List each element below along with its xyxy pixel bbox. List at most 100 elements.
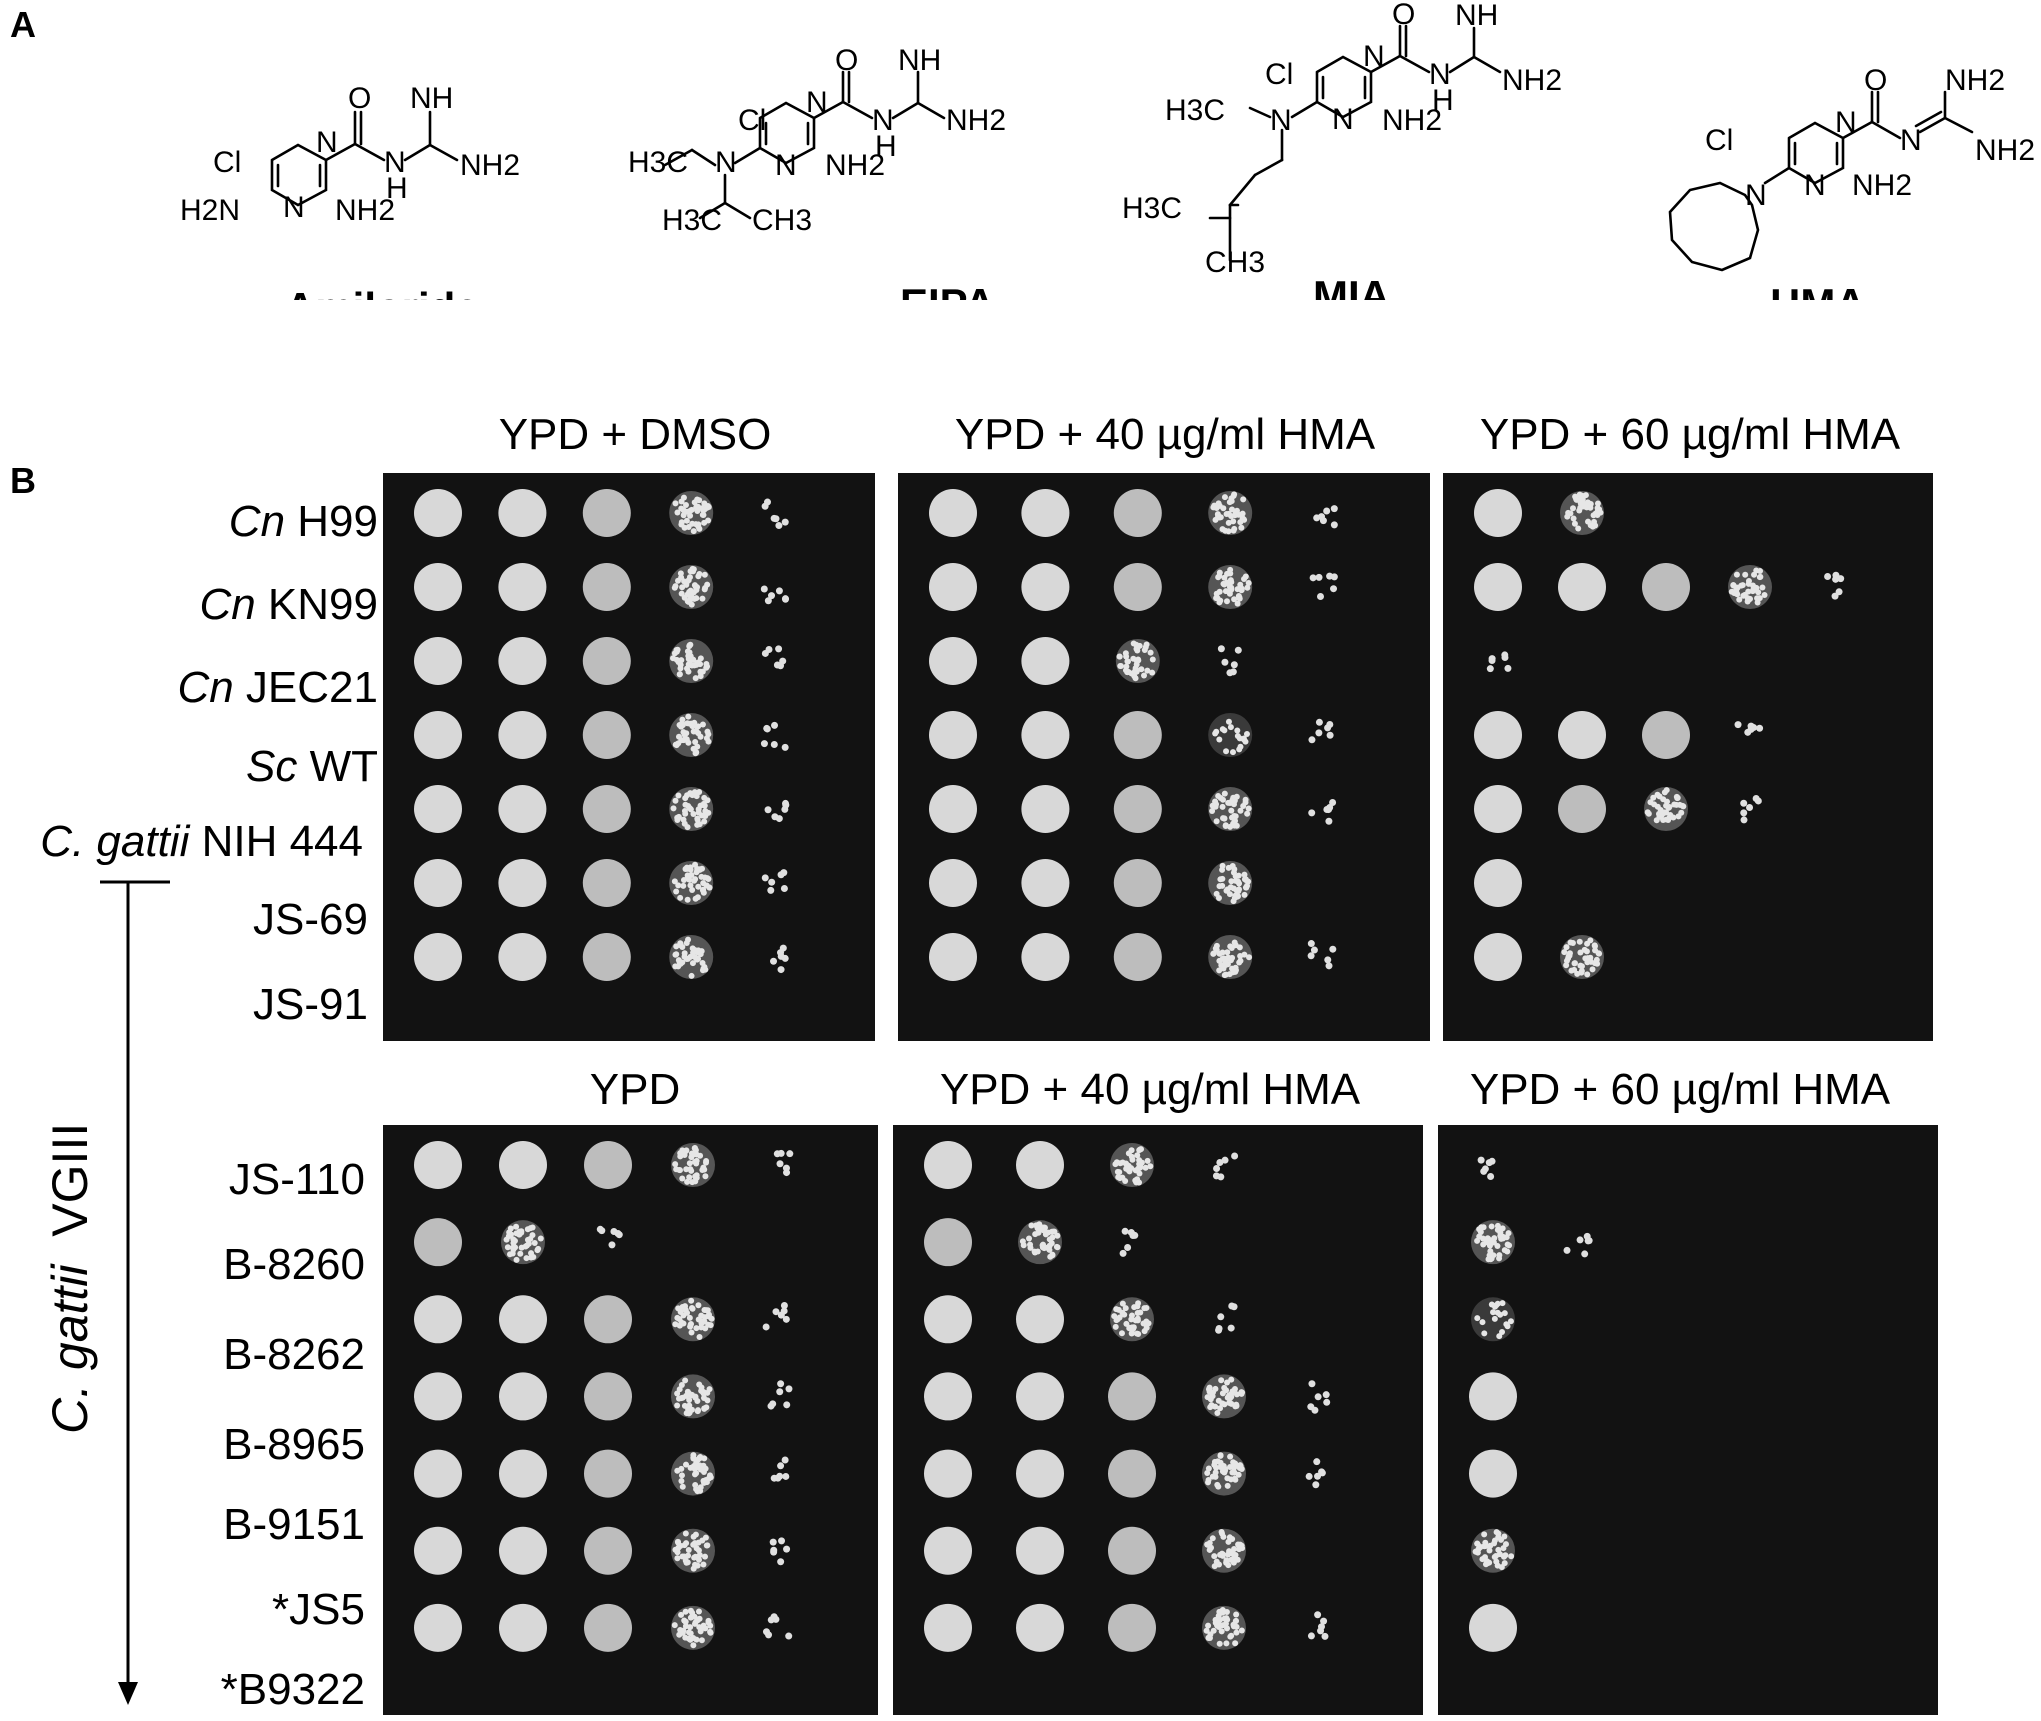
colony-dot <box>1116 1314 1123 1321</box>
colony-dot <box>1233 1391 1240 1398</box>
colony-dot <box>1206 1384 1213 1391</box>
colony-dot <box>1232 892 1239 899</box>
colony-dot <box>1244 810 1251 817</box>
colony-dot <box>676 721 683 728</box>
colony-dot <box>1036 1227 1043 1234</box>
colony-dot <box>1112 1323 1119 1330</box>
colony-dot <box>1479 1235 1486 1242</box>
colony-dot <box>1236 944 1243 951</box>
colony-dot <box>692 675 699 682</box>
colony-dot <box>1503 1321 1510 1328</box>
colony-dot <box>678 1477 685 1484</box>
colony-dot <box>687 1166 694 1173</box>
colony-dot <box>1233 1623 1240 1630</box>
colony-dot <box>675 882 682 889</box>
colony-dot <box>1744 728 1752 736</box>
colony-dot <box>1213 728 1220 735</box>
colony-dot <box>1051 1228 1058 1235</box>
colony-dot <box>1231 1469 1238 1476</box>
colony-dot <box>1219 1609 1226 1616</box>
colony-dot <box>781 805 789 813</box>
colony-dot <box>696 571 703 578</box>
colony-dot <box>706 884 713 891</box>
colony-dot <box>683 581 690 588</box>
colony-dot <box>697 673 704 680</box>
colony-dot <box>675 792 682 799</box>
colony-dot <box>783 1545 791 1553</box>
colony-dot <box>674 1314 681 1321</box>
colony-dot <box>705 1619 712 1626</box>
colony-dot <box>1125 658 1132 665</box>
colony-dot <box>1221 581 1228 588</box>
colony-dot <box>1112 1161 1119 1168</box>
colony-dot <box>692 521 699 528</box>
colony-dot <box>670 805 677 812</box>
colony-dot <box>698 1637 705 1644</box>
colony-spot <box>924 1218 972 1267</box>
colony-spot <box>582 859 631 907</box>
colony-dot <box>1569 505 1576 512</box>
colony-dot <box>1045 1229 1052 1236</box>
colony-dot <box>688 1304 695 1311</box>
colony-dot <box>685 955 692 962</box>
colony-dot <box>1318 1469 1326 1477</box>
colony-dot <box>1746 804 1754 812</box>
strain-label: B-8965 <box>223 1420 365 1469</box>
colony-dot <box>777 952 785 960</box>
colony-dot <box>781 518 789 526</box>
colony-dot <box>770 1613 778 1621</box>
colony-dot <box>1219 955 1226 962</box>
colony-dot <box>1233 1629 1240 1636</box>
colony-dot <box>702 585 709 592</box>
colony-dot <box>1216 1640 1223 1647</box>
colony-dot <box>1203 1627 1210 1634</box>
colony-dot <box>1740 816 1748 824</box>
colony-dot <box>682 1623 689 1630</box>
colony-dot <box>761 649 769 657</box>
colony-dot <box>1142 644 1149 651</box>
colony-spot <box>1021 563 1070 611</box>
colony-dot <box>785 1632 793 1640</box>
colony-dot <box>1219 862 1226 869</box>
svg-text:Cl: Cl <box>1705 124 1733 157</box>
colony-dot <box>782 1164 790 1172</box>
colony-dot <box>760 740 768 748</box>
svg-text:CH3: CH3 <box>752 204 812 237</box>
colony-dot <box>1231 797 1238 804</box>
svg-text:H3C: H3C <box>628 146 688 179</box>
colony-spot <box>929 785 977 833</box>
colony-dot <box>1761 591 1768 598</box>
colony-dot <box>1581 1250 1589 1258</box>
condition-header-bottom-2: YPD + 40 µg/ml HMA <box>939 1065 1361 1114</box>
colony-dot <box>506 1229 513 1236</box>
colony-dot <box>694 723 701 730</box>
colony-dot <box>1213 818 1220 825</box>
colony-dot <box>699 721 706 728</box>
colony-dot <box>690 528 697 535</box>
colony-dot <box>1587 504 1594 511</box>
colony-dot <box>684 1178 691 1185</box>
colony-dot <box>1213 1165 1221 1173</box>
colony-dot <box>598 1227 606 1235</box>
colony-dot <box>1245 805 1252 812</box>
colony-spot <box>584 1372 632 1421</box>
colony-dot <box>687 587 694 594</box>
colony-dot <box>1230 661 1238 669</box>
colony-dot <box>685 1410 692 1417</box>
colony-dot <box>683 730 690 737</box>
colony-dot <box>690 566 697 573</box>
colony-dot <box>1219 796 1226 803</box>
colony-dot <box>1563 962 1570 969</box>
colony-dot <box>673 888 680 895</box>
colony-spot <box>414 489 462 537</box>
colony-dot <box>1651 801 1658 808</box>
colony-dot <box>678 657 685 664</box>
colony-dot <box>688 872 695 879</box>
colony-dot <box>1578 967 1585 974</box>
colony-spot <box>498 489 547 537</box>
colony-dot <box>1474 1540 1481 1547</box>
colony-dot <box>1041 1224 1048 1231</box>
colony-dot <box>702 966 709 973</box>
colony-dot <box>1487 1173 1495 1181</box>
svg-text:H3C: H3C <box>1122 192 1182 225</box>
